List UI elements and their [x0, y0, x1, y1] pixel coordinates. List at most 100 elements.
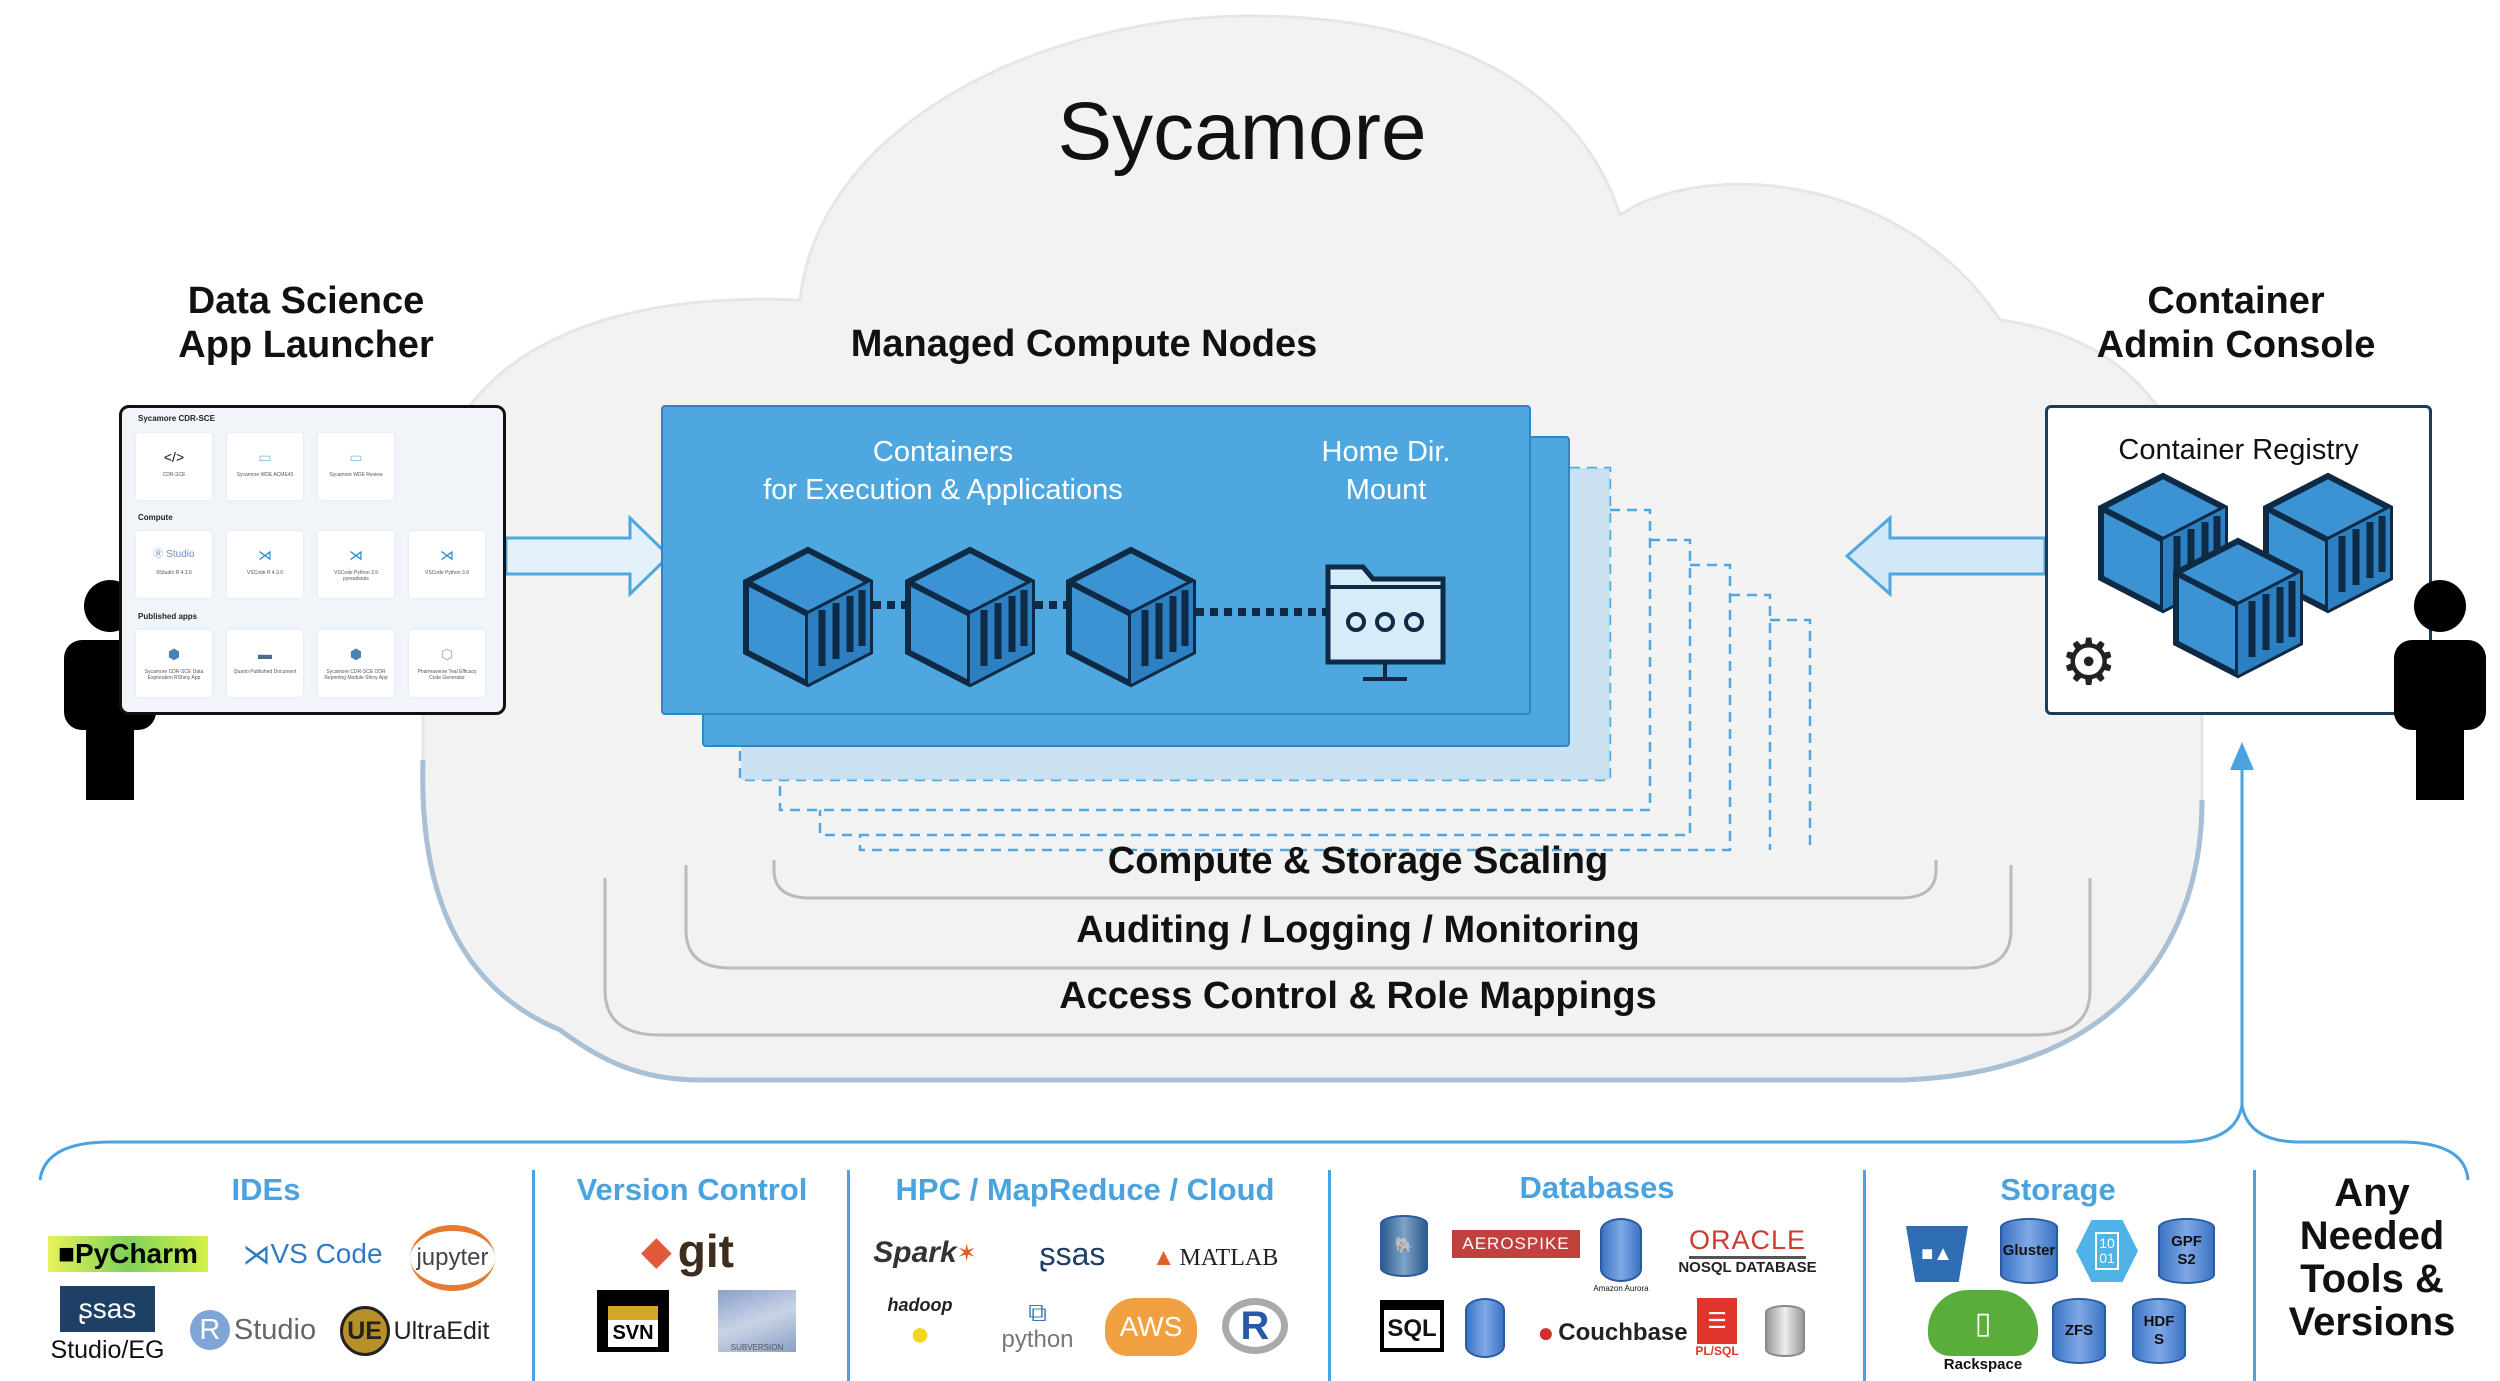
app-tile[interactable]: ⋊ VSCode Python 3.9 pyreadstats: [318, 531, 394, 598]
section-label: Published apps: [138, 612, 198, 621]
sql-logo: SQL: [1380, 1300, 1444, 1352]
git-logo: ◆git: [641, 1225, 734, 1277]
gear-icon[interactable]: ⚙: [2060, 626, 2118, 698]
aerospike-logo: AEROSPIKE: [1452, 1230, 1580, 1258]
aurora-icon: [1600, 1218, 1642, 1282]
admin-console-box: Container Registry ⚙: [2045, 405, 2432, 715]
app-tile[interactable]: ⬢Sycamore CDR-SCE ODR Reporting Module S…: [318, 630, 394, 697]
container-cube-icon: [746, 550, 870, 684]
tools-bracket: [38, 1104, 2470, 1181]
divider: [532, 1170, 535, 1381]
container-cubes: [663, 407, 1446, 717]
teal-hex-icon: ⬡: [440, 646, 454, 662]
layer-scaling-label: Compute & Storage Scaling: [1107, 840, 1609, 882]
app-tile[interactable]: ▭Sycamore WDE ACME43: [227, 433, 303, 500]
compute-node-main: Containers for Execution & Applications H…: [661, 405, 1531, 715]
category-databases: Databases: [1519, 1170, 1675, 1205]
code-monitor-icon: </>: [163, 449, 185, 465]
quarto-icon: ▬: [258, 646, 272, 662]
divider: [1863, 1170, 1866, 1381]
app-tile[interactable]: ▬ Quarto Published Document: [227, 630, 303, 697]
app-tile[interactable]: ⬢ Sycamore CDR-SCE Data Exploration RShin…: [136, 630, 212, 697]
tile-label: CDR-SCE: [162, 472, 186, 478]
r-logo: R: [1222, 1298, 1288, 1354]
folder-monitor-icon: [1325, 564, 1446, 681]
divider: [847, 1170, 850, 1381]
vscode-icon: ⋊: [349, 547, 363, 563]
app-tile[interactable]: ⬡ Pharmaverse Teal Efficacy Code Generato…: [409, 630, 485, 697]
jupyter-logo: jupyter: [410, 1225, 495, 1291]
app-tile[interactable]: ⋊ VSCode R 4.3.0: [227, 531, 303, 598]
bucket-storage-icon: ■▲: [1906, 1226, 1968, 1282]
admin-heading-line2: Admin Console: [2096, 324, 2376, 366]
app-tile[interactable]: </> CDR-SCE: [136, 433, 212, 500]
containers-label-line2: for Execution & Applications: [763, 474, 1123, 506]
vscode-icon: ⋊: [258, 547, 272, 563]
vscode-icon: ⋊: [440, 547, 454, 563]
tile-label: Sycamore CDR-SCE Data Exploration RShiny…: [144, 669, 204, 681]
compute-heading: Managed Compute Nodes: [850, 323, 1318, 365]
launcher-heading-line2: App Launcher: [178, 324, 434, 366]
container-registry-label: Container Registry: [2118, 434, 2359, 466]
app-tile[interactable]: ⋊VSCode Python 3.9: [409, 531, 485, 598]
any-line: Any: [2334, 1171, 2410, 1215]
home-dir-label: Home Dir. Mount: [1256, 433, 1516, 509]
category-hpc: HPC / MapReduce / Cloud: [895, 1172, 1275, 1207]
arrow-admin-to-nodes: [1844, 514, 2047, 598]
pycharm-logo: ■PyCharm: [48, 1236, 208, 1272]
zfs-logo: ZFS: [2052, 1298, 2106, 1364]
monitor-icon: ▭: [258, 449, 272, 465]
layer-arc-access: [603, 878, 2092, 1037]
svn-logo: SVN: [597, 1290, 669, 1352]
tile-label: Quarto Published Document: [233, 669, 297, 675]
containers-label-line1: Containers: [872, 436, 1014, 468]
gluster-logo: Gluster: [2000, 1218, 2058, 1284]
oracle-db-icon: [1765, 1305, 1805, 1357]
tile-label: VSCode Python 3.9 pyreadstats: [334, 570, 378, 582]
divider: [1328, 1170, 1331, 1381]
vscode-logo: ⋊ VS Code: [242, 1238, 383, 1270]
layer-access-label: Access Control & Role Mappings: [1059, 975, 1657, 1017]
monitor-icon: ▭: [349, 449, 363, 465]
category-ides: IDEs: [231, 1172, 301, 1207]
aws-logo: AWS: [1105, 1298, 1197, 1356]
matlab-logo: ▲MATLAB: [1151, 1244, 1279, 1271]
section-label: Compute: [138, 513, 173, 522]
shiny-icon: ⬢: [167, 646, 181, 662]
couchbase-logo: ●Couchbase: [1537, 1317, 1688, 1348]
tile-label: Pharmaverse Teal Efficacy Code Generator: [417, 669, 477, 681]
divider: [2253, 1170, 2256, 1381]
rstudio-logo-text: Studio: [166, 549, 195, 560]
user-icon-right: [2394, 580, 2486, 800]
home-dir-label-line2: Mount: [1345, 474, 1427, 506]
home-dir-label-line1: Home Dir.: [1321, 436, 1451, 468]
any-line: Versions: [2288, 1300, 2456, 1344]
rstudio-icon: Ⓡ Studio: [153, 549, 195, 560]
postgresql-logo: 🐘: [1380, 1215, 1428, 1277]
hdfs-logo: HDF S: [2132, 1298, 2186, 1364]
page-title: Sycamore: [1057, 86, 1427, 177]
gpfs-logo: GPF S2: [2158, 1218, 2215, 1284]
container-cube-icon: [2176, 541, 2300, 675]
hadoop-logo: hadoop●: [887, 1294, 953, 1353]
app-tile[interactable]: ▭ Sycamore WDE Review: [318, 433, 394, 500]
container-cube-icon: [908, 550, 1032, 684]
container-cube-icon: [1069, 550, 1193, 684]
rackspace-logo: ▯: [1928, 1290, 2038, 1356]
tile-label: Sycamore WDE Review: [329, 472, 383, 478]
layer-auditing-label: Auditing / Logging / Monitoring: [1076, 909, 1640, 951]
python-logo: ⧉python: [1001, 1297, 1074, 1353]
tile-label: RStudio R 4.3.0: [156, 570, 192, 576]
tile-label: VSCode R 4.3.0: [246, 570, 284, 576]
layer-arc-scaling: [772, 860, 1938, 900]
category-storage: Storage: [2000, 1172, 2116, 1207]
category-version-control: Version Control: [576, 1172, 808, 1207]
